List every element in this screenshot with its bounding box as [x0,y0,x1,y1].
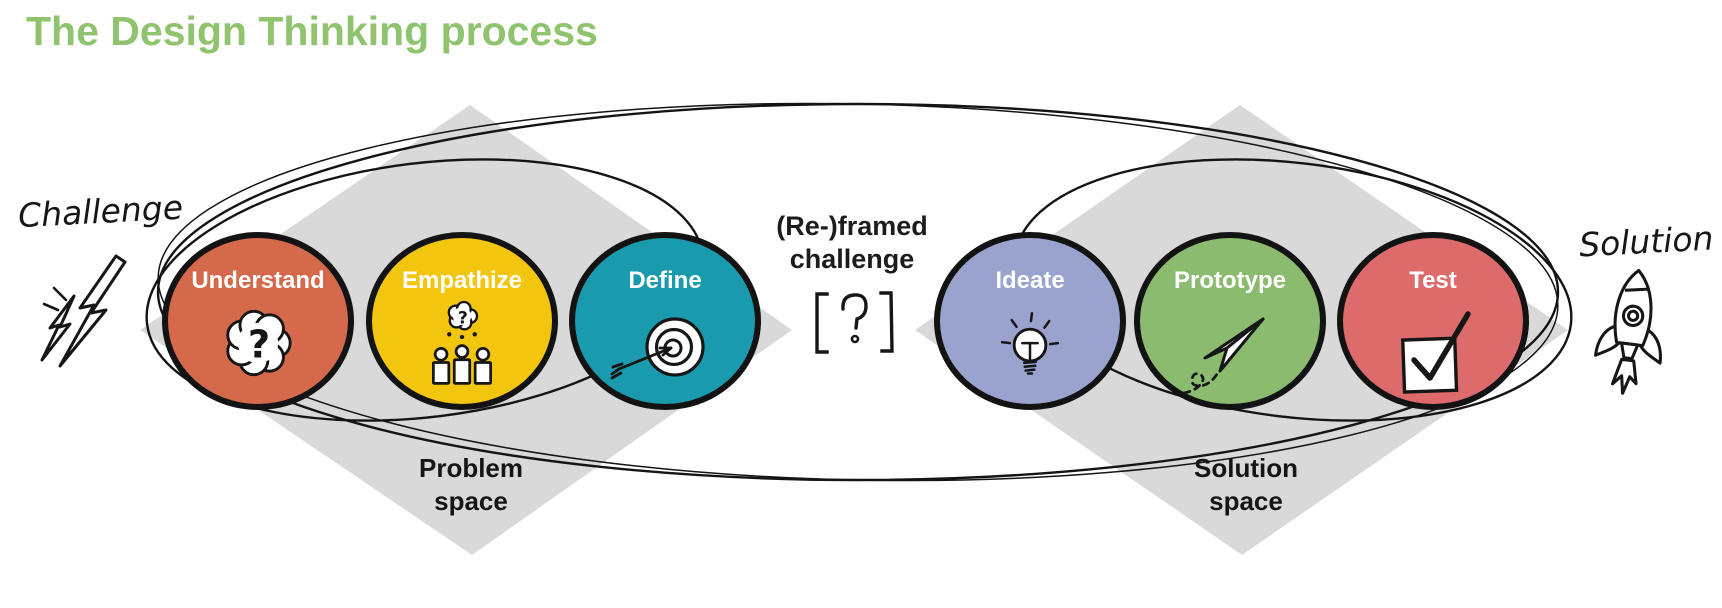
phase-empathize: Empathize ? [366,232,558,410]
target-arrow-icon [610,317,705,380]
challenge-endpoint: Challenge [17,188,184,236]
people-thinking-icon: ? [432,300,492,385]
phase-test-label: Test [1409,267,1457,294]
solution-space-label: Solution space [1121,452,1371,518]
svg-text:?: ? [458,308,468,328]
solution-label: Solution [1577,218,1715,265]
problem-space-line2: space [434,486,508,516]
phase-empathize-label: Empathize [401,267,523,294]
phase-understand-label: Understand [191,267,325,294]
solution-space-line1: Solution [1194,453,1298,483]
solution-space-line2: space [1209,486,1283,516]
checkbox-check-icon [1400,311,1471,394]
phase-test: Test [1337,232,1529,410]
solution-endpoint: Solution [1566,219,1722,265]
lightbulb-icon [1000,312,1060,375]
challenge-label: Challenge [17,187,184,236]
reframed-challenge-line2: challenge [789,244,915,274]
problem-space-line1: Problem [418,453,524,483]
problem-space-label: Problem space [346,452,596,518]
phase-prototype: Prototype [1134,232,1326,410]
rocket-icon [1594,268,1662,395]
phase-ideate: Ideate [934,232,1126,410]
reframed-challenge-text: (Re-)framed challenge [752,210,952,276]
question-cloud-icon: ? [226,309,292,377]
phase-understand: Understand ? [162,232,354,410]
bracketed-question-icon [815,291,894,354]
svg-text:?: ? [248,322,270,367]
phase-prototype-label: Prototype [1173,267,1286,294]
phase-define-label: Define [628,267,702,294]
page-title: The Design Thinking process [26,8,598,54]
phase-define: Define [569,232,761,410]
paper-plane-icon [1182,317,1265,395]
lightning-bolts-icon [40,254,127,368]
reframed-challenge-line1: (Re-)framed [776,211,928,241]
phase-ideate-label: Ideate [995,267,1065,294]
